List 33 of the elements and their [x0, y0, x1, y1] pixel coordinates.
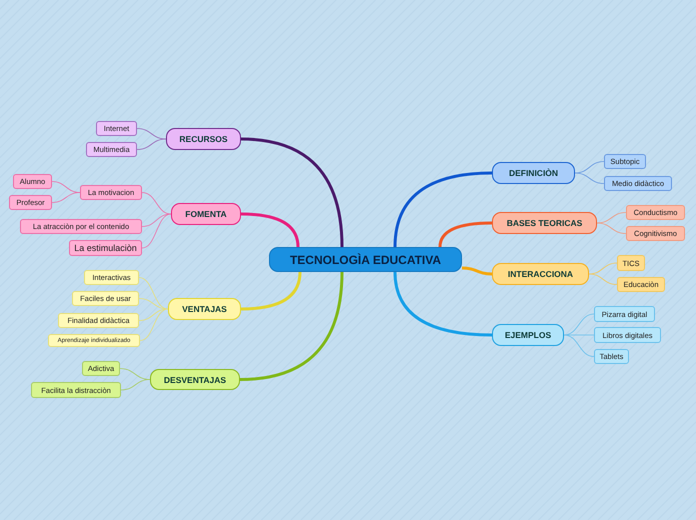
connector-line	[140, 308, 168, 341]
connector-line	[142, 214, 172, 248]
connector-line	[138, 277, 168, 310]
connector-line	[588, 274, 618, 285]
main-topic: INTERACCIONA	[492, 263, 589, 285]
connector-line	[240, 272, 344, 381]
connector-line	[574, 172, 604, 184]
main-topic: FOMENTA	[171, 203, 241, 225]
main-topic: DESVENTAJAS	[150, 369, 240, 390]
connector-line	[240, 138, 344, 248]
main-topic: DEFINICIÒN	[492, 162, 575, 184]
connector-line	[462, 266, 492, 276]
connector-line	[142, 192, 172, 214]
connector-line	[136, 138, 166, 150]
main-topic: EJEMPLOS	[492, 324, 564, 346]
connector-line	[564, 334, 594, 357]
subtopic: La estimulaciòn	[69, 240, 142, 256]
connector-line	[138, 308, 168, 321]
connector-line	[52, 192, 80, 203]
connector-line	[142, 214, 172, 227]
connector-line	[588, 262, 618, 274]
main-topic: RECURSOS	[166, 128, 241, 150]
main-topic: VENTAJAS	[168, 298, 241, 320]
connector-line	[240, 212, 300, 248]
connector-line	[564, 334, 594, 336]
main-topic: BASES TEORICAS	[492, 212, 597, 234]
connector-line	[394, 272, 492, 336]
connector-line	[438, 222, 492, 248]
connector-line	[240, 272, 302, 310]
connector-line	[120, 379, 150, 390]
connector-line	[394, 172, 492, 248]
central-topic: TECNOLOGÌA EDUCATIVA	[269, 247, 462, 272]
connector-line	[596, 222, 626, 234]
